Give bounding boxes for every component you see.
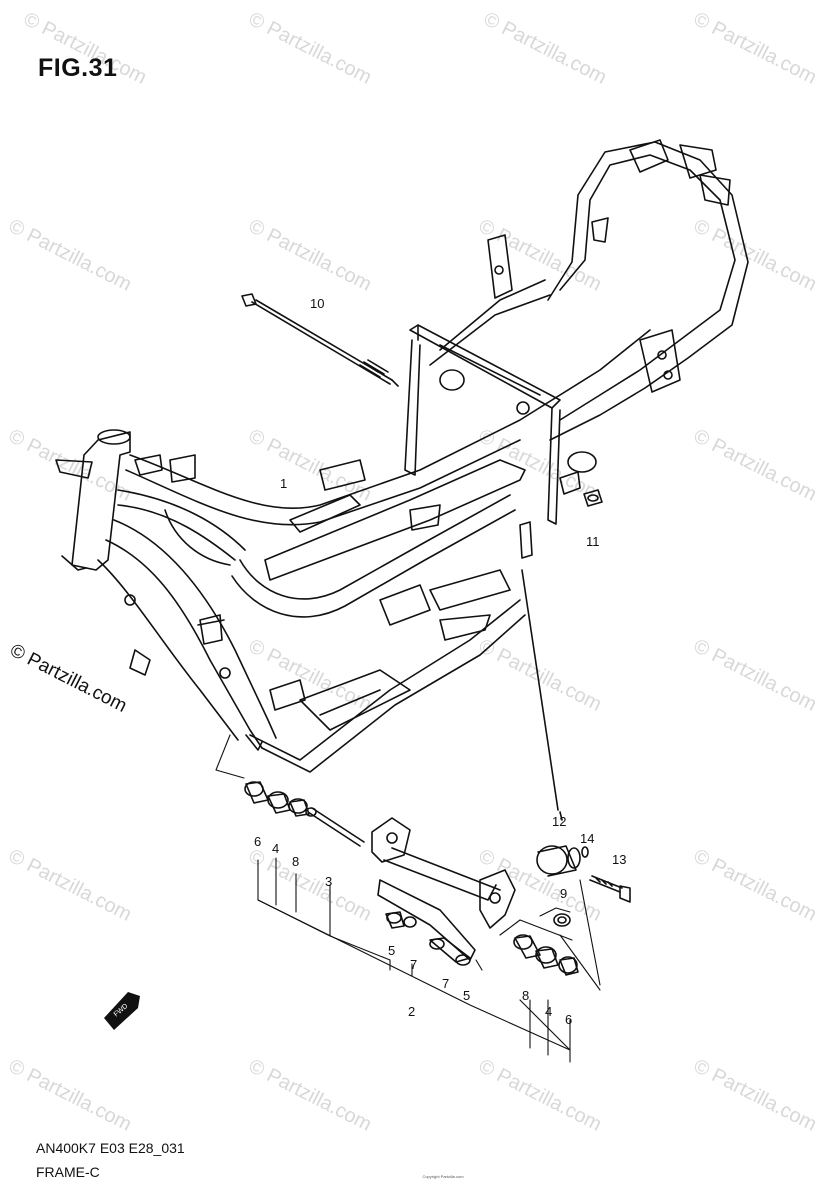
washer-14 (581, 846, 589, 858)
model-code: AN400K7 E03 E28_031 (36, 1140, 185, 1156)
callout-8: 8 (522, 988, 529, 1003)
guide-lines (215, 734, 601, 1063)
callout-7: 7 (410, 957, 417, 972)
callout-13: 13 (612, 852, 626, 867)
callout-12: 12 (552, 814, 566, 829)
callout-4: 4 (545, 1004, 552, 1019)
callout-9: 9 (560, 886, 567, 901)
bushing-group-right (513, 934, 579, 976)
callout-10: 10 (310, 296, 324, 311)
callout-11: 11 (586, 534, 600, 549)
collar-group-middle (385, 911, 471, 966)
callout-7: 7 (442, 976, 449, 991)
washer-9 (553, 913, 571, 927)
rubber-mount-12 (536, 845, 581, 877)
nut-11 (583, 489, 603, 507)
callout-8: 8 (292, 854, 299, 869)
fwd-badge: FWD (104, 992, 140, 1030)
callout-4: 4 (272, 841, 279, 856)
callout-6: 6 (254, 834, 261, 849)
copyright-note: Copyright Partzilla.com (422, 1174, 464, 1179)
callout-3: 3 (325, 874, 332, 889)
callout-14: 14 (580, 831, 594, 846)
long-bolt (241, 293, 399, 387)
callout-1: 1 (280, 476, 287, 491)
bushing-group-left (244, 781, 365, 847)
callout-6: 6 (565, 1012, 572, 1027)
bolt-13 (589, 875, 631, 903)
callout-5: 5 (463, 988, 470, 1003)
main-frame (55, 139, 749, 773)
callout-2: 2 (408, 1004, 415, 1019)
figure-name: FRAME-C (36, 1164, 100, 1180)
figure-title: FIG.31 (38, 54, 118, 82)
callout-5: 5 (388, 943, 395, 958)
